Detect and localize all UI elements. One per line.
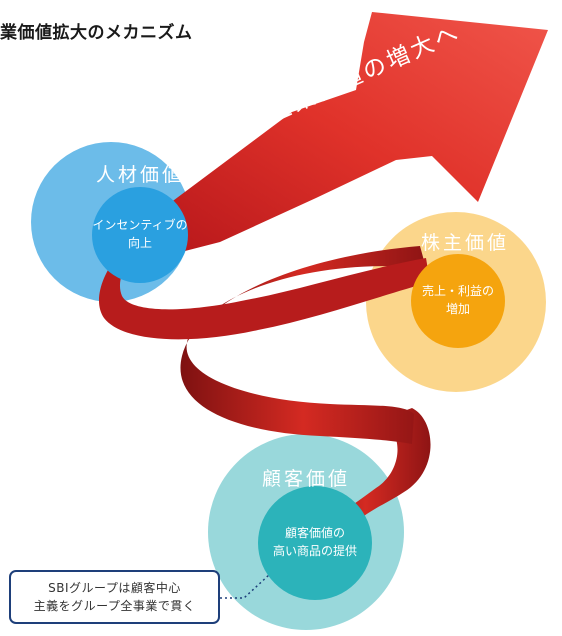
human-value-inner-circle: [92, 187, 188, 283]
shareholder-value-center-text: 売上・利益の 増加: [421, 284, 494, 316]
growth-arrow: [150, 12, 548, 260]
spiral-ribbon-lower: [300, 408, 431, 552]
human-value-center-text: インセンティブの 向上: [92, 218, 188, 250]
spiral-ribbon-middle: [180, 246, 426, 444]
spiral-ribbon-upper: [98, 210, 431, 340]
customer-value-inner-circle: [258, 486, 372, 600]
shareholder-value-inner-circle: [411, 254, 505, 348]
callout-text: SBIグループは顧客中心 主義をグループ全事業で貫く: [33, 581, 196, 613]
customer-value-center-text: 顧客価値の 高い商品の提供: [272, 526, 357, 558]
page-title: 業価値拡大のメカニズム: [0, 23, 193, 43]
customer-value-title: 顧客価値: [261, 468, 350, 490]
human-value-title: 人材価値: [95, 164, 184, 186]
shareholder-value-title: 株主価値: [420, 232, 509, 254]
callout-box: SBIグループは顧客中心 主義をグループ全事業で貫く: [9, 570, 220, 624]
